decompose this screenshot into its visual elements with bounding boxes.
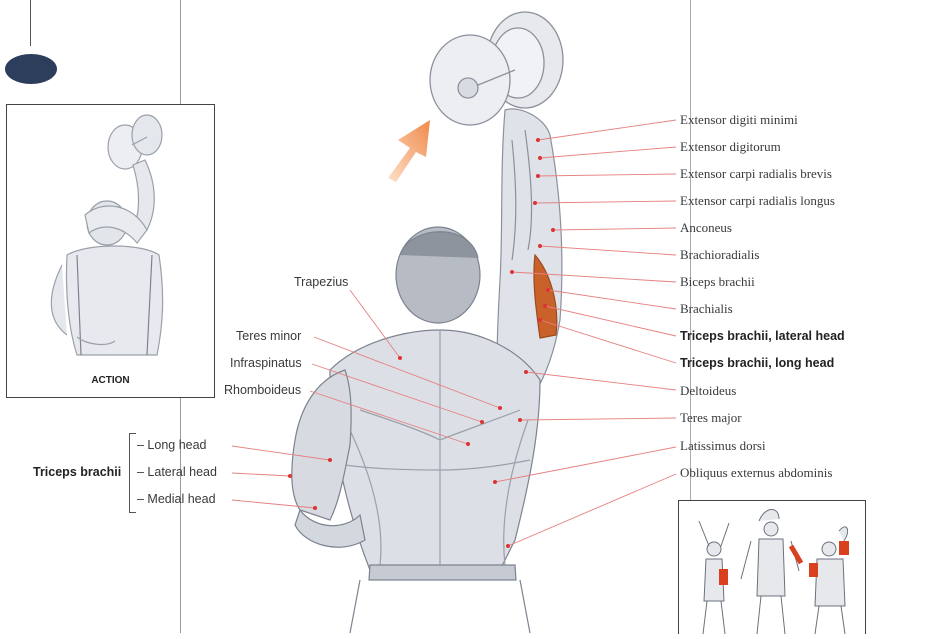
torso-back [329,329,541,633]
label-teres-minor: Teres minor [236,329,302,343]
action-illustration [50,114,164,356]
label-extensor-digitorum: Extensor digitorum [680,139,781,154]
page-tab-marker [5,54,57,84]
raised-arm [496,108,563,401]
poses-inset [678,500,866,635]
label-extensor-carpi-radialis-longus: Extensor carpi radialis longus [680,193,835,208]
label-obliquus-externus: Obliquus externus abdominis [680,465,833,480]
label-brachialis: Brachialis [680,301,733,316]
label-anconeus: Anconeus [680,220,732,235]
label-latissimus-dorsi: Latissimus dorsi [680,438,766,453]
label-triceps-lateral-head: Triceps brachii, lateral head [680,329,845,343]
dumbbell [429,11,564,126]
label-trapezius: Trapezius [294,275,349,289]
label-deltoideus: Deltoideus [680,383,737,398]
label-triceps-brachii-group: Triceps brachii [33,465,122,479]
head [395,226,481,324]
label-long-head: – Long head [137,438,207,452]
leader-dots [288,138,555,548]
poses-illustration [698,509,849,635]
leader-lines [231,119,677,547]
label-medial-head: – Medial head [137,492,216,506]
action-inset: ACTION [6,104,215,398]
page-rule-right [690,0,691,500]
label-teres-major: Teres major [680,410,742,425]
label-infraspinatus: Infraspinatus [230,356,302,370]
action-caption: ACTION [91,375,130,386]
label-triceps-long-head: Triceps brachii, long head [680,356,835,370]
label-extensor-carpi-radialis-brevis: Extensor carpi radialis brevis [680,166,832,181]
label-brachioradialis: Brachioradialis [680,247,760,262]
triceps-bracket [129,433,136,513]
page-rule-top-left [30,0,31,46]
label-extensor-digiti-minimi: Extensor digiti minimi [680,112,798,127]
label-biceps-brachii: Biceps brachii [680,274,755,289]
bent-arm [291,369,366,548]
movement-arrow [388,120,430,182]
label-lateral-head: – Lateral head [137,465,217,479]
label-rhomboideus: Rhomboideus [224,383,302,397]
